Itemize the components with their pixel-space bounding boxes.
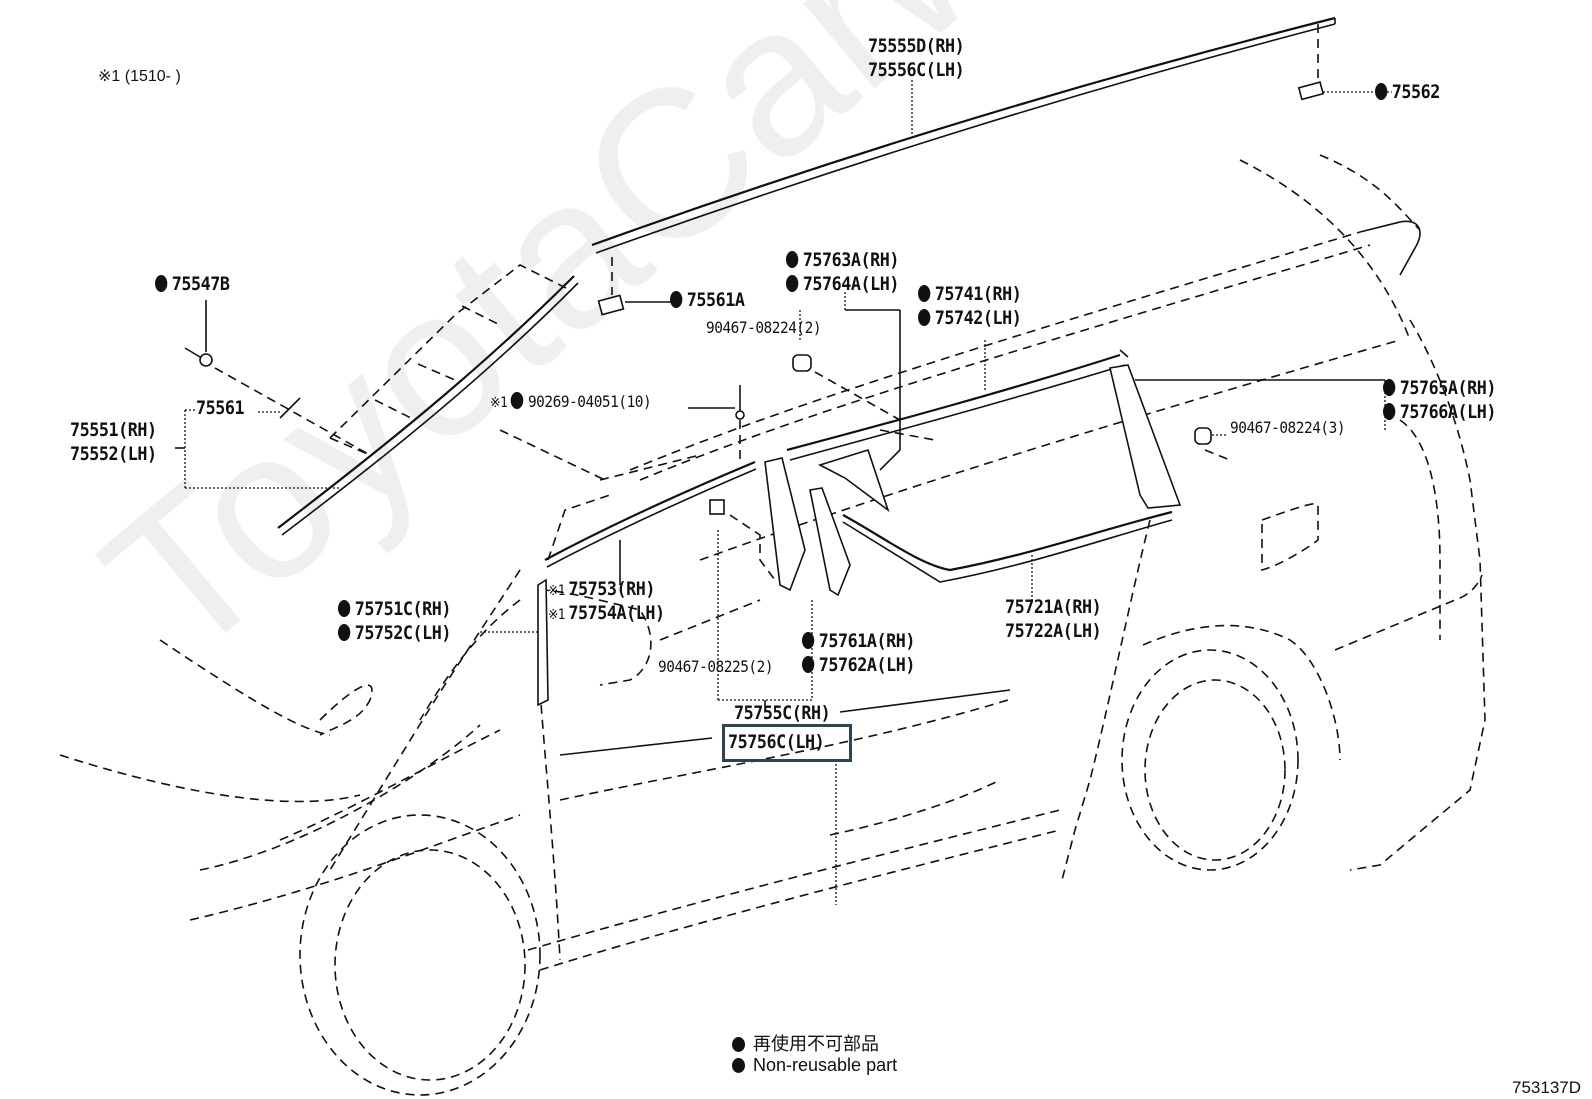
part-label-75556c[interactable]: 75556C(LH) bbox=[868, 59, 965, 81]
non-reusable-dot-icon bbox=[510, 392, 524, 409]
legend-item-japanese: 再使用不可部品 bbox=[732, 1030, 879, 1056]
part-number: 75761A(RH) bbox=[818, 630, 916, 652]
legend-text: Non-reusable part bbox=[753, 1055, 898, 1075]
part-label-75721a[interactable]: 75721A(RH) bbox=[1005, 596, 1102, 618]
part-label-75722a[interactable]: 75722A(LH) bbox=[1005, 620, 1102, 642]
garnish-75763a-part bbox=[792, 292, 936, 513]
part-label-75752c[interactable]: 75752C(LH) bbox=[338, 621, 451, 645]
ref-mark: ※1 bbox=[548, 607, 565, 623]
part-number: 75763A(RH) bbox=[802, 249, 900, 271]
roof-drip-75741-part bbox=[786, 340, 1129, 461]
part-number: 75561A bbox=[686, 289, 745, 311]
part-number: 90269-04051(10) bbox=[527, 392, 652, 411]
part-label-75551[interactable]: 75551(RH) bbox=[70, 419, 157, 441]
part-number: 75766A(LH) bbox=[1399, 401, 1497, 423]
non-reusable-dot-icon bbox=[338, 600, 351, 617]
drip-moulding-part bbox=[175, 264, 579, 536]
rivet-75547b-part bbox=[184, 300, 371, 456]
part-label-75751c[interactable]: 75751C(RH) bbox=[338, 597, 451, 621]
non-reusable-dot-icon bbox=[1383, 403, 1396, 420]
non-reusable-dot-icon bbox=[1383, 379, 1396, 396]
part-label-75763a[interactable]: 75763A(RH) bbox=[786, 248, 899, 272]
part-label-75561[interactable]: 75561 bbox=[196, 397, 245, 419]
non-reusable-dot-icon bbox=[802, 656, 815, 673]
part-label-75765a[interactable]: 75765A(RH) bbox=[1383, 376, 1496, 400]
part-label-90467-08224-2[interactable]: 90467-08224(2) bbox=[706, 318, 822, 337]
non-reusable-dot-icon bbox=[670, 291, 683, 308]
part-label-75762a[interactable]: 75762A(LH) bbox=[802, 653, 915, 677]
van-body-outline bbox=[59, 319, 1486, 1096]
date-range-note: ※1 (1510- ) bbox=[98, 68, 181, 85]
non-reusable-dot-icon bbox=[786, 275, 799, 292]
clip-75561a-part bbox=[597, 257, 680, 316]
rear-quarter-garnish-part bbox=[1109, 364, 1386, 509]
part-number: 75547B bbox=[171, 273, 230, 295]
part-label-75561a[interactable]: 75561A bbox=[670, 288, 745, 312]
part-number: 75562 bbox=[1391, 81, 1441, 103]
part-number: 75762A(LH) bbox=[818, 654, 916, 676]
non-reusable-dot-icon bbox=[732, 1058, 745, 1073]
leader-lines-75755c bbox=[559, 689, 1011, 756]
figure-code: 753137D bbox=[1512, 1078, 1582, 1097]
part-label-75552[interactable]: 75552(LH) bbox=[70, 443, 157, 465]
part-label-75756c[interactable]: 75756C(LH) bbox=[728, 731, 825, 753]
non-reusable-dot-icon bbox=[918, 285, 931, 302]
window-frame-garnish-part bbox=[544, 454, 757, 585]
part-number: 75741(RH) bbox=[934, 283, 1022, 305]
non-reusable-dot-icon bbox=[1375, 83, 1388, 100]
part-label-75562[interactable]: 75562 bbox=[1375, 80, 1440, 104]
part-number: 75754A(LH) bbox=[568, 602, 665, 624]
part-number: 75753(RH) bbox=[568, 578, 656, 600]
pillar-garnish-75755-part bbox=[709, 457, 851, 712]
part-number: 75742(LH) bbox=[934, 307, 1022, 329]
non-reusable-dot-icon bbox=[918, 309, 931, 326]
non-reusable-dot-icon bbox=[802, 632, 815, 649]
part-label-75741[interactable]: 75741(RH) bbox=[918, 282, 1022, 306]
roof-moulding-part bbox=[591, 16, 1336, 254]
part-label-75761a[interactable]: 75761A(RH) bbox=[802, 629, 915, 653]
part-number: 75751C(RH) bbox=[354, 598, 452, 620]
part-label-75766a[interactable]: 75766A(LH) bbox=[1383, 400, 1496, 424]
part-label-75555d[interactable]: 75555D(RH) bbox=[868, 35, 965, 57]
belt-moulding-75721-part bbox=[842, 510, 1173, 600]
non-reusable-dot-icon bbox=[786, 251, 799, 268]
part-label-90269-04051[interactable]: ※1 90269-04051(10) bbox=[490, 390, 652, 415]
part-label-75547b[interactable]: 75547B bbox=[155, 272, 230, 296]
legend-text: 再使用不可部品 bbox=[753, 1034, 879, 1054]
part-number: 75765A(RH) bbox=[1399, 377, 1497, 399]
part-number: 75752C(LH) bbox=[354, 622, 452, 644]
ref-mark: ※1 bbox=[490, 395, 508, 411]
screw-90269-part bbox=[499, 385, 745, 481]
part-label-90467-08225[interactable]: 90467-08225(2) bbox=[658, 657, 774, 676]
roof-side-lines bbox=[629, 154, 1421, 561]
part-number: 75764A(LH) bbox=[802, 273, 900, 295]
ref-mark: ※1 bbox=[548, 583, 565, 599]
part-label-90467-08224-3[interactable]: 90467-08224(3) bbox=[1230, 418, 1346, 437]
part-label-75755c[interactable]: 75755C(RH) bbox=[734, 702, 831, 724]
non-reusable-dot-icon bbox=[338, 624, 351, 641]
legend-item-english: Non-reusable part bbox=[732, 1055, 897, 1076]
part-label-75764a[interactable]: 75764A(LH) bbox=[786, 272, 899, 296]
part-label-75742[interactable]: 75742(LH) bbox=[918, 306, 1022, 330]
non-reusable-dot-icon bbox=[732, 1037, 745, 1052]
highlighted-part-box bbox=[722, 724, 852, 762]
non-reusable-dot-icon bbox=[155, 275, 168, 292]
